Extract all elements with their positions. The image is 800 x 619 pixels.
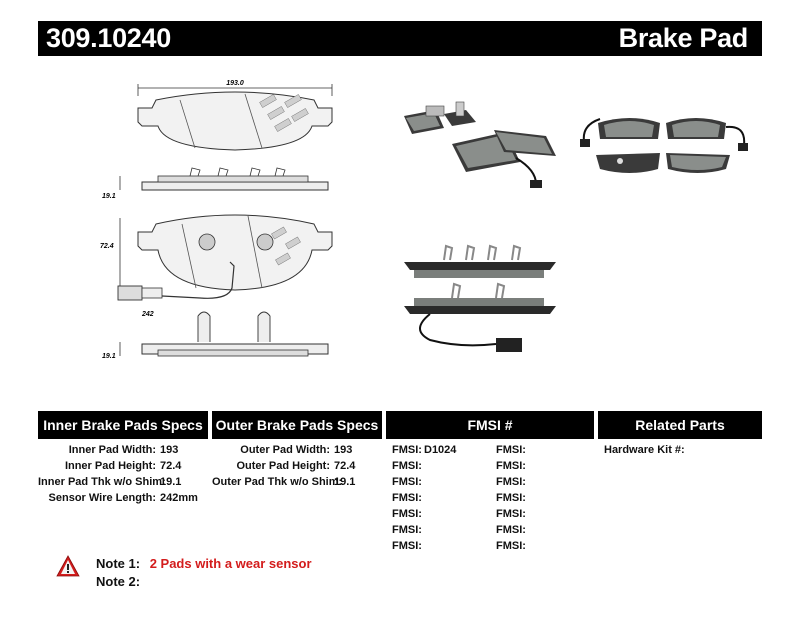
fmsi-label: FMSI: — [496, 476, 526, 488]
pad-set-photo-side — [404, 244, 556, 352]
warning-icon — [56, 555, 80, 577]
pad-set-photo-top — [580, 118, 748, 173]
fmsi-label: FMSI: — [496, 524, 526, 536]
fmsi-label: FMSI: — [392, 540, 422, 552]
fmsi-label: FMSI: — [496, 540, 526, 552]
fmsi-label: FMSI: — [496, 508, 526, 520]
fmsi-label: FMSI: — [392, 492, 422, 504]
height-dimension-label: 72.4 — [100, 243, 114, 250]
fmsi-label: FMSI: — [392, 460, 422, 472]
fmsi-value: D1024 — [424, 444, 457, 456]
hardware-kit-label: Hardware Kit #: — [604, 444, 685, 456]
note-1-value: 2 Pads with a wear sensor — [149, 556, 312, 571]
title-bar: 309.10240 Brake Pad — [38, 21, 762, 56]
thickness-label-bottom: 19.1 — [102, 353, 116, 360]
fmsi-label: FMSI: — [392, 508, 422, 520]
pad-side-view-top — [141, 181, 329, 191]
part-number: 309.10240 — [46, 23, 171, 53]
product-type: Brake Pad — [618, 23, 749, 53]
width-dimension-label: 193.0 — [226, 80, 244, 87]
outer-pad-outline — [137, 91, 333, 151]
fmsi-label: FMSI: — [392, 476, 422, 488]
note-2: Note 2: — [96, 574, 146, 589]
thickness-label-top: 19.1 — [102, 193, 116, 200]
inner-pad-outline — [137, 214, 333, 291]
inner-specs-header: Inner Brake Pads Specs — [38, 411, 208, 439]
fmsi-label: FMSI: — [392, 524, 422, 536]
fmsi-label: FMSI: — [496, 460, 526, 472]
related-parts-header: Related Parts — [598, 411, 762, 439]
pad-set-photo-angled — [404, 101, 556, 188]
note-1: Note 1: 2 Pads with a wear sensor — [96, 556, 312, 571]
fmsi-label: FMSI: — [496, 492, 526, 504]
fmsi-header: FMSI # — [386, 411, 594, 439]
note-1-label: Note 1: — [96, 556, 141, 571]
sensor-wire — [161, 261, 235, 299]
note-2-label: Note 2: — [96, 574, 141, 589]
outer-specs-header: Outer Brake Pads Specs — [212, 411, 382, 439]
fmsi-label: FMSI: — [496, 444, 526, 456]
fmsi-label: FMSI: — [392, 444, 422, 456]
sensor-connector — [117, 285, 143, 301]
pad-technical-drawing: 193.0 19.1 72.4 242 19.1 — [100, 80, 333, 360]
wire-length-label: 242 — [141, 311, 154, 318]
